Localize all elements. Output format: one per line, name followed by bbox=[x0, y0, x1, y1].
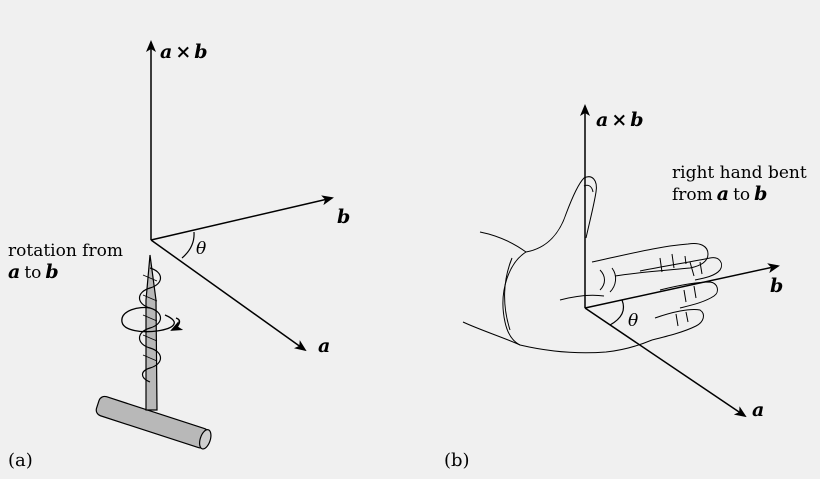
panel-label-b: (b) bbox=[444, 450, 470, 471]
axis-b-b bbox=[584, 263, 780, 309]
label-a-cross-b-a: a×b bbox=[160, 41, 208, 63]
label-b-b: b bbox=[770, 275, 783, 297]
rotation-caption-line1: rotation from bbox=[8, 241, 123, 261]
theta-b: θ bbox=[628, 311, 638, 331]
hand-illustration bbox=[462, 176, 723, 354]
angle-arc-b bbox=[609, 299, 625, 326]
label-a-b: a bbox=[752, 399, 764, 421]
theta-a: θ bbox=[196, 239, 206, 259]
screw-illustration bbox=[95, 254, 212, 450]
axis-b-a bbox=[150, 195, 334, 241]
hand-caption-line1: right hand bent bbox=[672, 163, 807, 183]
angle-arc-a bbox=[181, 231, 195, 259]
axis-a-a bbox=[150, 239, 307, 352]
label-a-cross-b-b: a×b bbox=[596, 109, 644, 131]
panel-label-a: (a) bbox=[8, 450, 33, 471]
axis-a-b bbox=[584, 307, 747, 418]
label-b-a: b bbox=[337, 206, 350, 228]
label-a-a: a bbox=[318, 335, 330, 357]
